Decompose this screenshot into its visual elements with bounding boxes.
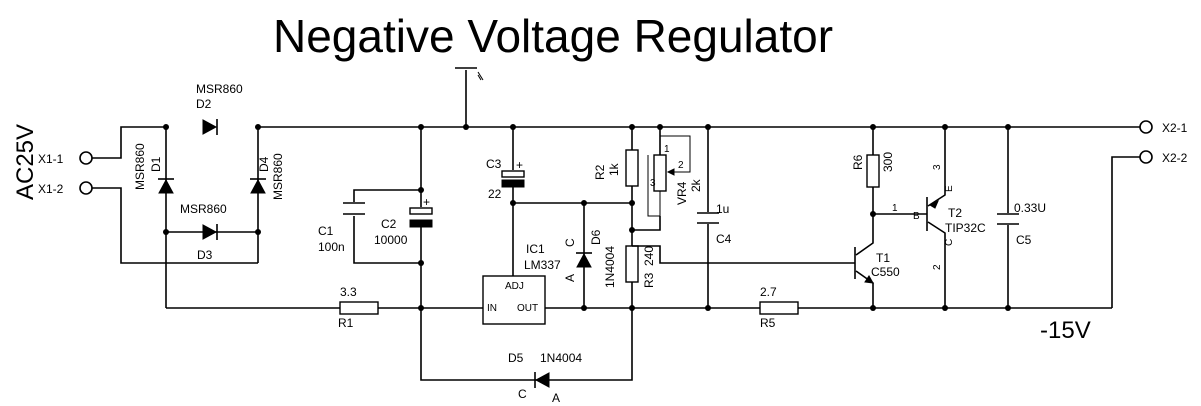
c4-value-label: 1u (716, 202, 729, 216)
diode-d1 (158, 178, 174, 194)
output-voltage-label: -15V (1040, 317, 1091, 344)
ic1-lm337: ADJ IN OUT IC1 LM337 (482, 200, 635, 325)
t2-b-label: B (913, 211, 920, 222)
c3-ref-label: C3 (486, 157, 502, 171)
resistor-r6: R6 300 (851, 127, 895, 214)
resistor-r1: 3.3 R1 (338, 285, 379, 330)
c1-value-label: 100n (318, 240, 345, 254)
t2-part-label: TIP32C (945, 221, 986, 235)
t2-pin2-label: 2 (932, 264, 943, 270)
r6-value-label: 300 (881, 152, 895, 172)
diode-d5: D5 1N4004 C A (420, 308, 633, 405)
connector-x1-1: X1-1 (38, 151, 93, 166)
d6-pin-a-label: A (563, 274, 577, 282)
r3-ref-label: R3 (642, 272, 656, 288)
c2-plus: + (423, 195, 430, 209)
t2-pin3-label: 3 (932, 164, 943, 170)
r6-ref-label: R6 (851, 154, 865, 170)
diode-d3 (202, 224, 218, 240)
c2-ref-label: C2 (381, 217, 397, 231)
c5-ref-label: C5 (1016, 233, 1032, 247)
ic1-out-pin-label: OUT (517, 303, 538, 314)
t2-ref-label: T2 (948, 206, 962, 220)
r5-ref-label: R5 (760, 316, 776, 330)
c3-plus: + (516, 158, 523, 172)
connector-x1-2-label: X1-2 (38, 182, 64, 196)
ic1-in-pin-label: IN (487, 303, 497, 314)
d6-part-label: 1N4004 (603, 246, 617, 288)
vr4-pin1-label: 1 (664, 144, 670, 155)
capacitor-c3: + C3 22 (486, 127, 525, 203)
d5-pin-c-label: C (518, 387, 527, 401)
t1-ref-label: T1 (876, 251, 890, 265)
ic1-ref-label: IC1 (526, 242, 545, 256)
resistor-r5: 2.7 R5 (759, 285, 799, 330)
t2-e-label: E (944, 185, 955, 192)
d3-ref-label: D3 (197, 248, 213, 262)
connector-x2-2: X2-2 (1139, 150, 1188, 165)
transistor-t2: 1 B 3 E C 2 T2 TIP32C (873, 127, 986, 308)
d1-part-label: MSR860 (133, 143, 147, 190)
d6-ref-label: D6 (589, 229, 603, 245)
t2-pin1-label: 1 (892, 203, 898, 214)
d1-ref-label: D1 (149, 156, 163, 172)
d5-part-label: 1N4004 (540, 351, 582, 365)
connector-x2-1: X2-1 (1139, 120, 1188, 135)
resistor-r3: R3 240 (625, 227, 656, 288)
bridge-rectifier: MSR860 D2 MSR860 D3 MSR860 D1 D4 MSR860 (133, 82, 285, 308)
c4-ref-label: C4 (716, 232, 732, 246)
diode-d6: C A D6 1N4004 (563, 203, 617, 308)
r2-value-label: 1k (607, 162, 621, 176)
r1-ref-label: R1 (338, 316, 354, 330)
capacitor-c2: + C2 10000 (374, 190, 433, 308)
diagram-title: Negative Voltage Regulator (273, 10, 833, 62)
input-wires (92, 126, 258, 264)
ic1-adj-pin-label: ADJ (505, 281, 524, 292)
d2-part-label: MSR860 (196, 82, 243, 96)
d5-ref-label: D5 (508, 351, 524, 365)
d6-pin-c-label: C (563, 238, 577, 247)
vr4-pin3-label: 3 (650, 178, 656, 189)
r2-ref-label: R2 (593, 164, 607, 180)
input-voltage-label: AC25V (12, 124, 39, 200)
vr4-ref-label: VR4 (675, 181, 689, 205)
transistor-t1: T1 C550 (854, 211, 900, 308)
r5-value-label: 2.7 (760, 285, 777, 299)
d4-ref-label: D4 (257, 156, 271, 172)
d3-part-label: MSR860 (180, 202, 227, 216)
capacitor-c4: 1u C4 (697, 127, 732, 308)
t1-part-label: C550 (871, 265, 900, 279)
top-rail (258, 124, 1140, 130)
d2-ref-label: D2 (196, 97, 212, 111)
capacitor-c5: 0.33U C5 (997, 127, 1046, 308)
d4-part-label: MSR860 (271, 153, 285, 200)
ic1-part-label: LM337 (524, 258, 561, 272)
d5-pin-a-label: A (552, 391, 560, 405)
connector-x2-2-label: X2-2 (1162, 151, 1188, 165)
ground-symbol (455, 67, 484, 127)
c1-ref-label: C1 (318, 224, 334, 238)
potentiometer-vr4: 1 2 3 VR4 2k (632, 127, 703, 231)
c2-value-label: 10000 (374, 233, 408, 247)
diode-d2 (202, 119, 218, 135)
capacitor-c1: C1 100n (318, 127, 424, 264)
c3-value-label: 22 (488, 187, 502, 201)
diode-d4 (250, 178, 266, 194)
c5-value-label: 0.33U (1014, 201, 1046, 215)
connector-x1-1-label: X1-1 (38, 152, 64, 166)
t2-c-label: C (944, 239, 955, 246)
t1-base-wire (632, 245, 855, 264)
connector-x2-1-label: X2-1 (1162, 121, 1188, 135)
r3-value-label: 240 (642, 246, 656, 266)
r1-value-label: 3.3 (340, 285, 357, 299)
vr4-value-label: 2k (689, 178, 703, 192)
vr4-pin2-label: 2 (678, 160, 684, 171)
connector-x1-2: X1-2 (38, 181, 93, 196)
